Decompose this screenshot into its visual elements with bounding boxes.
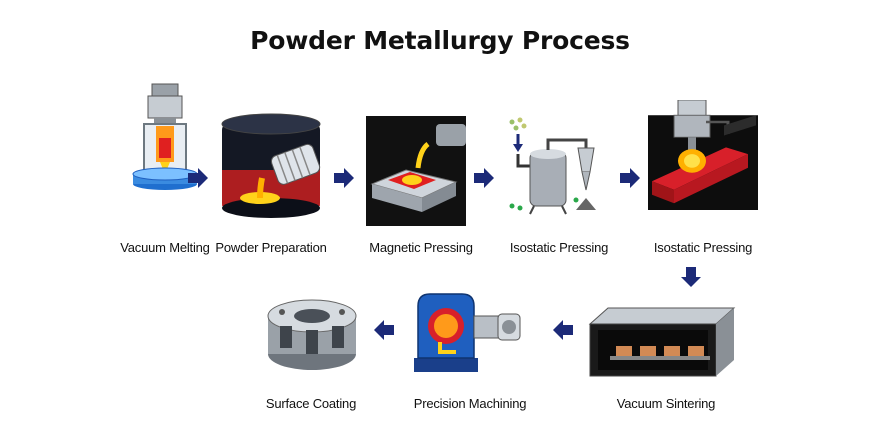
diagram-title: Powder Metallurgy Process xyxy=(250,26,630,55)
powder-preparation-icon xyxy=(216,110,326,220)
press-heating-icon xyxy=(648,100,758,210)
stage-label-vacuum-sintering: Vacuum Sintering xyxy=(616,396,716,411)
coated-part-icon xyxy=(262,292,362,376)
stage-label-magnetic-pressing: Magnetic Pressing xyxy=(369,240,473,255)
stage-label-powder-preparation: Powder Preparation xyxy=(215,240,327,255)
stage-label-isostatic-pressing-1: Isostatic Pressing xyxy=(509,240,609,255)
arrow-right-icon xyxy=(618,166,642,190)
magnetic-pressing-icon xyxy=(366,116,476,226)
arrow-right-icon xyxy=(472,166,496,190)
arrow-right-icon xyxy=(186,166,210,190)
stage-label-surface-coating: Surface Coating xyxy=(265,396,357,411)
machining-center-icon xyxy=(410,286,530,376)
arrow-left-icon xyxy=(551,318,575,342)
cyclone-separator-icon xyxy=(504,114,614,224)
arrow-down-icon xyxy=(679,265,703,289)
arrow-right-icon xyxy=(332,166,356,190)
stage-label-vacuum-melting: Vacuum Melting xyxy=(120,240,210,255)
stage-label-isostatic-pressing-2: Isostatic Pressing xyxy=(653,240,753,255)
arrow-left-icon xyxy=(372,318,396,342)
stage-label-precision-machining: Precision Machining xyxy=(413,396,527,411)
sintering-furnace-icon xyxy=(586,300,736,380)
vacuum-melting-icon xyxy=(110,82,220,192)
